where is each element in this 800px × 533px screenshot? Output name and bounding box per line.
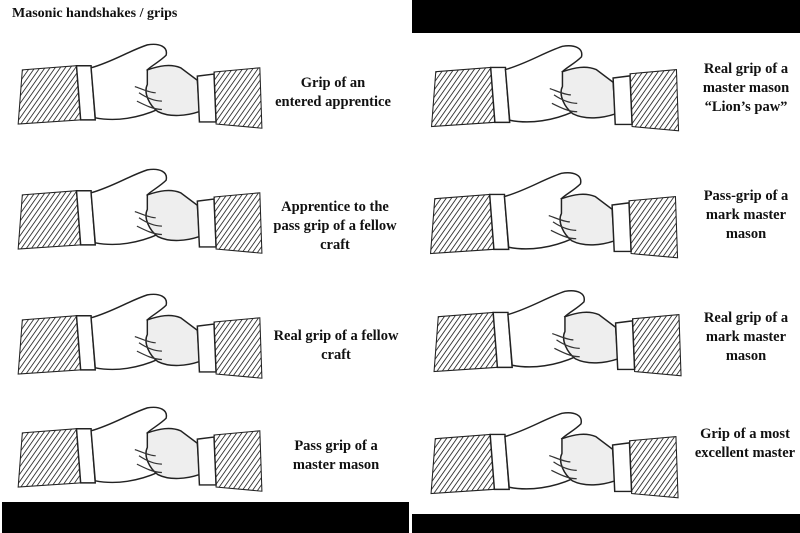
handshake-illustration-icon [423,167,683,262]
caption-line: mark master [705,207,787,223]
black-bar-bottom-right [412,514,800,533]
grip-entry: Pass grip of a master mason [0,395,409,500]
caption-line: craft [321,347,351,363]
caption-line: master mason [702,80,790,96]
handshake-illustration-icon [14,288,264,383]
caption-line: Grip of a most [700,426,790,442]
black-bar-top-right [412,0,800,33]
handshake-illustration-icon [14,401,264,496]
caption-line: craft [320,237,350,253]
caption-line: master mason [292,457,380,473]
page-title: Masonic handshakes / grips [12,6,178,21]
handshake-illustration-icon [14,38,264,133]
black-bar-bottom-left [2,502,409,533]
caption-line: Apprentice to the [281,199,389,215]
caption-line: Real grip of a [703,310,789,326]
grip-caption: Pass-grip of a mark master mason [691,187,800,244]
handshake-illustration-icon [421,407,686,502]
handshake-illustration-icon [14,163,264,258]
caption-line: Grip of an [300,75,366,91]
caption-line: Real grip of a fellow [273,328,399,344]
grip-caption: Pass grip of a master mason [262,437,410,475]
caption-line: mark master [705,329,787,345]
grip-entry: Real grip of a mark master mason [411,283,800,383]
caption-line: Real grip of a [703,61,789,77]
handshake-illustration-icon [429,285,684,380]
grip-caption: Apprentice to the pass grip of a fellow … [260,198,410,255]
grip-caption: Real grip of a master mason “Lion’s paw” [691,60,800,117]
grip-entry: Real grip of a master mason “Lion’s paw” [411,38,800,138]
caption-line: mason [725,226,767,242]
grip-entry: Apprentice to the pass grip of a fellow … [0,155,409,265]
grip-caption: Real grip of a fellow craft [262,327,410,365]
caption-line: entered apprentice [275,94,391,110]
caption-line: “Lion’s paw” [704,99,788,115]
caption-line: Pass-grip of a [703,188,789,204]
grip-entry: Grip of a most excellent master [411,405,800,505]
caption-line: excellent master [694,445,796,461]
grip-caption: Grip of a most excellent master [689,425,800,463]
caption-line: Pass grip of a [294,438,378,454]
caption-line: mason [725,348,767,364]
right-panel: Real grip of a master mason “Lion’s paw”… [411,0,800,533]
grip-entry: Grip of an entered apprentice [0,30,409,140]
grip-entry: Real grip of a fellow craft [0,280,409,390]
left-panel: Masonic handshakes / grips Grip of an en… [0,6,409,533]
grip-caption: Grip of an entered apprentice [258,74,408,112]
divider [409,0,411,533]
handshake-illustration-icon [419,40,689,135]
grip-entry: Pass-grip of a mark master mason [411,165,800,265]
caption-line: pass grip of a fellow [273,218,397,234]
grip-caption: Real grip of a mark master mason [691,309,800,366]
